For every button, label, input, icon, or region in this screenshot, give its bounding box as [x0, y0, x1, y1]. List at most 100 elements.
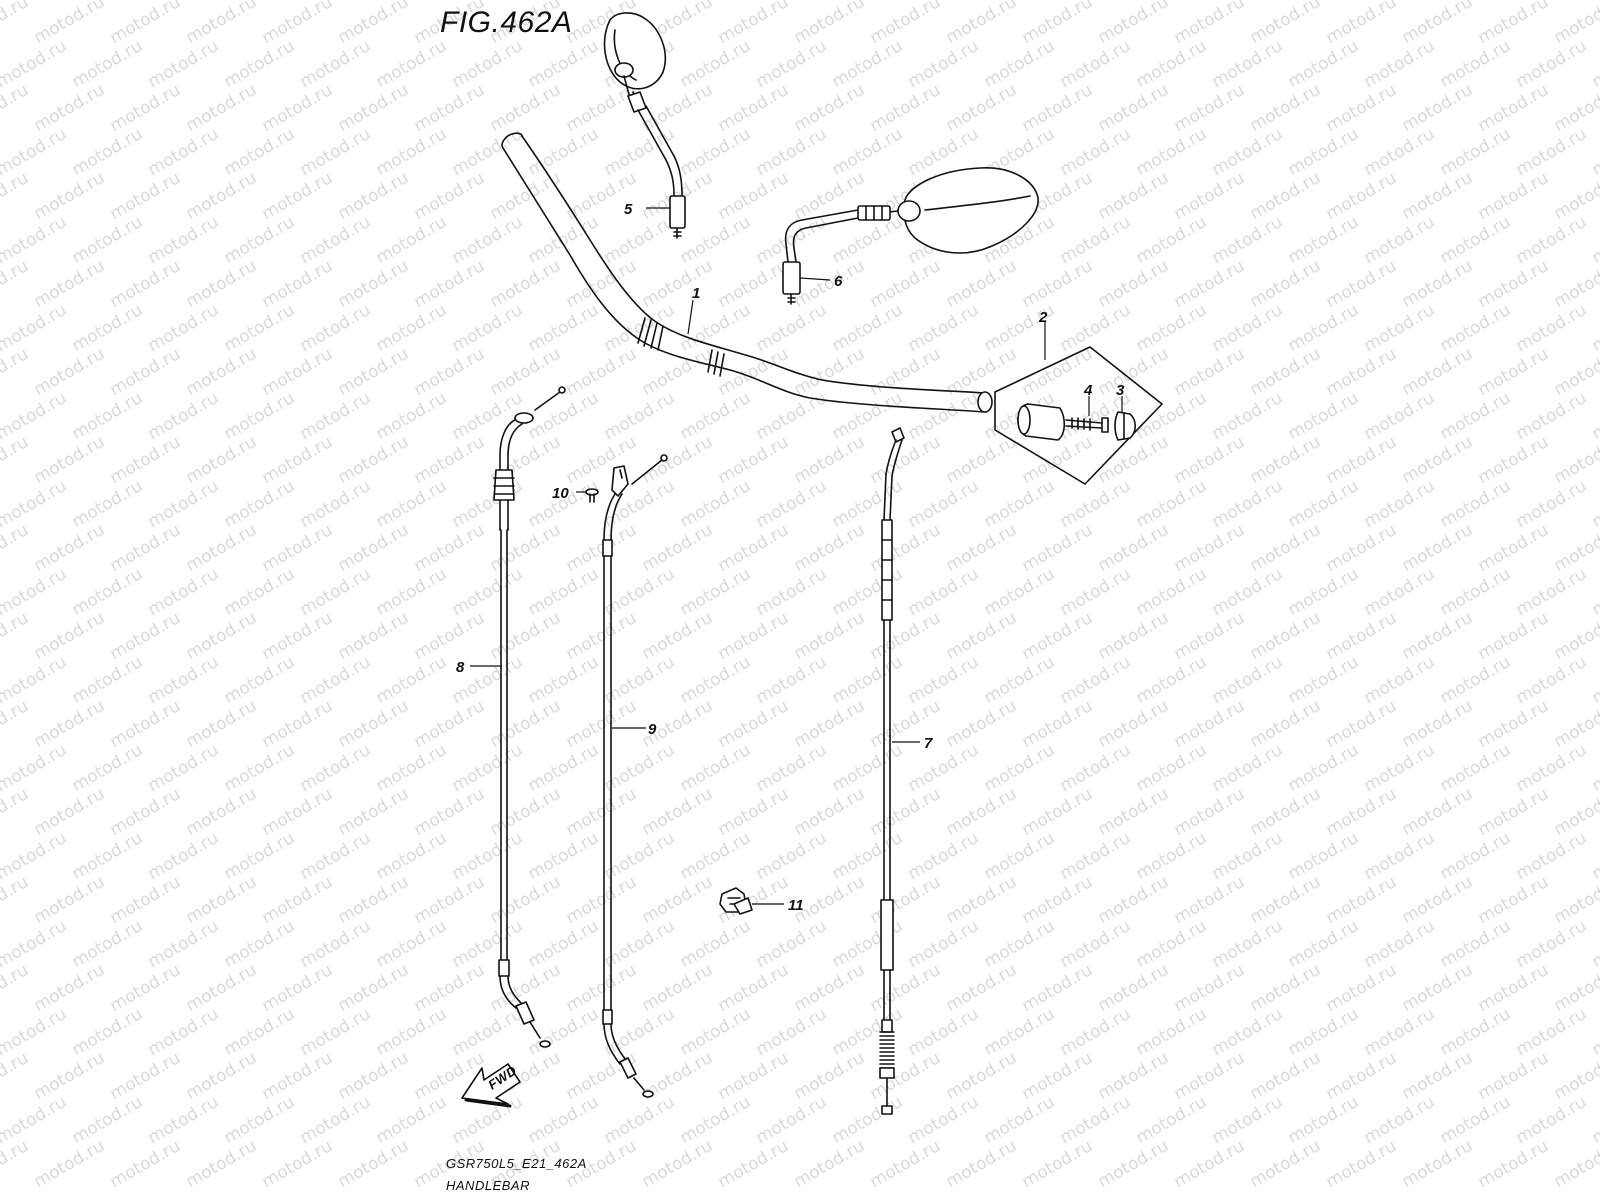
watermark-text: motod.ru [867, 608, 945, 664]
watermark-text: motod.ru [1247, 960, 1325, 1016]
watermark-text: motod.ru [1323, 1136, 1401, 1192]
watermark-text: motod.ru [601, 1092, 679, 1148]
watermark-text: motod.ru [1323, 696, 1401, 752]
watermark-text: motod.ru [753, 36, 831, 92]
watermark-text: motod.ru [1133, 36, 1211, 92]
watermark-text: motod.ru [449, 388, 527, 444]
watermark-text: motod.ru [373, 212, 451, 268]
handlebar-weight-set[interactable] [994, 346, 1163, 485]
watermark-text: motod.ru [145, 1092, 223, 1148]
watermark-text: motod.ru [1133, 652, 1211, 708]
watermark-text: motod.ru [1247, 1136, 1325, 1192]
watermark-text: motod.ru [1589, 652, 1600, 708]
watermark-text: motod.ru [1095, 1136, 1173, 1192]
watermark-text: motod.ru [791, 960, 869, 1016]
watermark-text: motod.ru [1589, 124, 1600, 180]
watermark-text: motod.ru [1513, 388, 1591, 444]
watermark-text: motod.ru [31, 256, 109, 312]
watermark-text: motod.ru [791, 432, 869, 488]
watermark-text: motod.ru [1057, 652, 1135, 708]
throttle-cable-part[interactable] [493, 386, 566, 1048]
watermark-text: motod.ru [563, 520, 641, 576]
watermark-text: motod.ru [1437, 476, 1515, 532]
watermark-text: motod.ru [1475, 80, 1553, 136]
watermark-text: motod.ru [791, 256, 869, 312]
handlebar-part[interactable] [501, 132, 993, 413]
watermark-text: motod.ru [1171, 344, 1249, 400]
watermark-text: motod.ru [1057, 740, 1135, 796]
watermark-text: motod.ru [1589, 828, 1600, 884]
mirror-left-part[interactable] [603, 12, 686, 239]
watermark-text: motod.ru [791, 0, 869, 48]
watermark-text: motod.ru [981, 740, 1059, 796]
watermark-text: motod.ru [829, 652, 907, 708]
watermark-text: motod.ru [1513, 36, 1591, 92]
watermark-text: motod.ru [1399, 168, 1477, 224]
watermark-text: motod.ru [335, 608, 413, 664]
watermark-text: motod.ru [677, 476, 755, 532]
footer-name: HANDLEBAR [446, 1178, 530, 1193]
watermark-text: motod.ru [1475, 1136, 1553, 1192]
watermark-text: motod.ru [1589, 564, 1600, 620]
watermark-text: motod.ru [221, 1004, 299, 1060]
watermark-text: motod.ru [335, 960, 413, 1016]
watermark-text: motod.ru [335, 0, 413, 48]
watermark-text: motod.ru [601, 740, 679, 796]
watermark-text: motod.ru [867, 960, 945, 1016]
watermark-text: motod.ru [221, 1092, 299, 1148]
clutch-cable-part[interactable] [879, 427, 905, 1115]
watermark-text: motod.ru [1399, 784, 1477, 840]
watermark-text: motod.ru [1285, 740, 1363, 796]
watermark-text: motod.ru [829, 1092, 907, 1148]
watermark-text: motod.ru [905, 300, 983, 356]
watermark-text: motod.ru [1589, 476, 1600, 532]
watermark-text: motod.ru [867, 1136, 945, 1192]
cable-clamp-part[interactable] [719, 887, 753, 915]
watermark-text: motod.ru [145, 212, 223, 268]
watermark-text: motod.ru [69, 388, 147, 444]
watermark-text: motod.ru [487, 696, 565, 752]
watermark-text: motod.ru [0, 124, 70, 180]
watermark-text: motod.ru [715, 784, 793, 840]
watermark-text: motod.ru [601, 124, 679, 180]
watermark-text: motod.ru [411, 432, 489, 488]
watermark-text: motod.ru [1513, 564, 1591, 620]
watermark-text: motod.ru [1361, 212, 1439, 268]
watermark-text: motod.ru [1095, 520, 1173, 576]
watermark-text: motod.ru [183, 256, 261, 312]
watermark-text: motod.ru [905, 740, 983, 796]
watermark-text: motod.ru [145, 828, 223, 884]
watermark-text: motod.ru [449, 740, 527, 796]
watermark-text: motod.ru [1019, 608, 1097, 664]
watermark-text: motod.ru [69, 916, 147, 972]
watermark-text: motod.ru [221, 388, 299, 444]
watermark-text: motod.ru [335, 256, 413, 312]
watermark-text: motod.ru [981, 916, 1059, 972]
watermark-text: motod.ru [1361, 564, 1439, 620]
throttle-return-cable-part[interactable] [602, 454, 668, 1098]
watermark-text: motod.ru [1247, 256, 1325, 312]
watermark-text: motod.ru [677, 1004, 755, 1060]
watermark-text: motod.ru [1285, 564, 1363, 620]
watermark-text: motod.ru [563, 784, 641, 840]
watermark-text: motod.ru [1361, 476, 1439, 532]
watermark-text: motod.ru [791, 1136, 869, 1192]
watermark-text: motod.ru [69, 564, 147, 620]
watermark-text: motod.ru [0, 388, 70, 444]
watermark-text: motod.ru [1513, 476, 1591, 532]
watermark-text: motod.ru [335, 872, 413, 928]
watermark-text: motod.ru [1209, 476, 1287, 532]
watermark-text: motod.ru [1057, 1092, 1135, 1148]
callout-5: 5 [624, 201, 633, 218]
watermark-text: motod.ru [411, 960, 489, 1016]
mirror-right-part[interactable] [782, 167, 1039, 305]
watermark-text: motod.ru [69, 1004, 147, 1060]
watermark-text: motod.ru [1171, 432, 1249, 488]
watermark-text: motod.ru [1399, 520, 1477, 576]
watermark-text: motod.ru [259, 608, 337, 664]
watermark-text: motod.ru [221, 36, 299, 92]
watermark-text: motod.ru [297, 36, 375, 92]
watermark-text: motod.ru [563, 696, 641, 752]
watermark-text: motod.ru [107, 432, 185, 488]
watermark-text: motod.ru [107, 696, 185, 752]
